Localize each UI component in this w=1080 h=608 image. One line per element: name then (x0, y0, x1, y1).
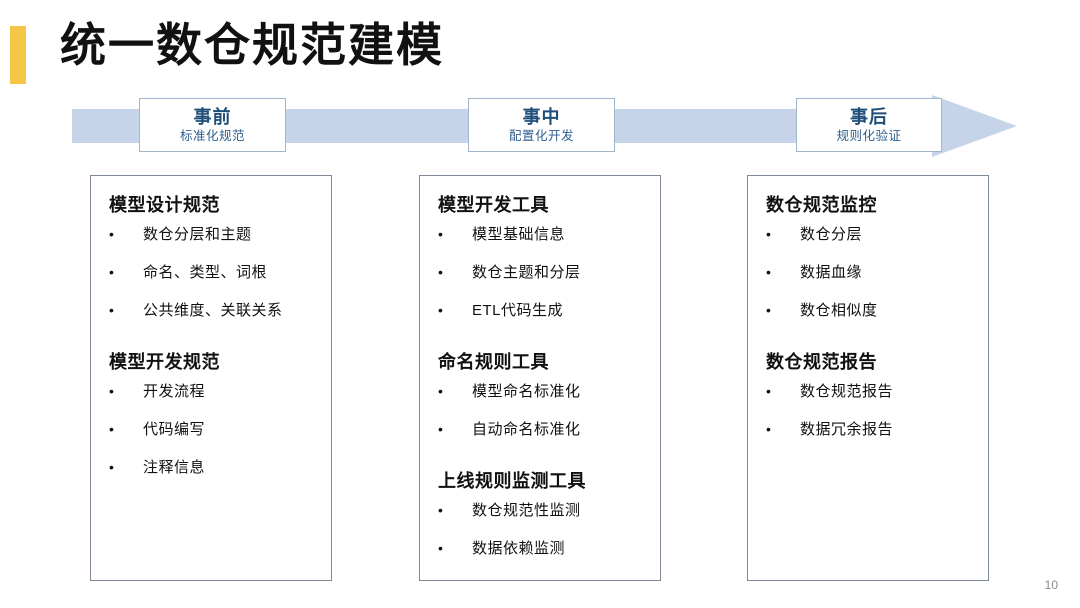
bullet-list-item: • 数仓规范报告 (748, 380, 988, 418)
group-heading: 数仓规范监控 (766, 195, 877, 215)
stage-title-0: 事前 (193, 106, 232, 127)
bullet-item-label: 注释信息 (143, 459, 206, 476)
bullet-list-item: • 自动命名标准化 (420, 418, 660, 456)
group-heading: 命名规则工具 (438, 352, 549, 372)
bullet-list-item: • 公共维度、关联关系 (91, 299, 331, 337)
bullet-list-item: • 数仓分层 (748, 223, 988, 261)
stage-label-box-1[interactable]: 事中 配置化开发 (468, 98, 615, 152)
bullet-item-label: 命名、类型、词根 (143, 264, 268, 281)
bullet-point-icon: • (109, 421, 114, 437)
bullet-point-icon: • (438, 302, 443, 318)
bullet-list-item: • 注释信息 (91, 456, 331, 494)
bullet-item-label: 模型命名标准化 (472, 383, 581, 400)
group-heading: 数仓规范报告 (766, 352, 877, 372)
bullet-point-icon: • (438, 383, 443, 399)
stage-title-1: 事中 (522, 106, 561, 127)
stage-title-2: 事后 (850, 106, 888, 127)
bullet-item-label: 公共维度、关联关系 (143, 302, 283, 319)
bullet-item-label: 数据血缘 (800, 264, 863, 281)
bullet-list-item: • 开发流程 (91, 380, 331, 418)
bullet-list-item: • 模型命名标准化 (420, 380, 660, 418)
bullet-item-label: 自动命名标准化 (472, 421, 581, 438)
bullet-point-icon: • (438, 264, 443, 280)
bullet-point-icon: • (766, 226, 771, 242)
bullet-list-item: • 代码编写 (91, 418, 331, 456)
bullet-point-icon: • (438, 226, 443, 242)
bullet-point-icon: • (766, 421, 771, 437)
stage-subtitle-2: 规则化验证 (836, 129, 902, 144)
bullet-item-label: 数仓规范报告 (800, 383, 894, 400)
bullet-point-icon: • (766, 302, 771, 318)
bullet-list-item: • 数据冗余报告 (748, 418, 988, 456)
bullet-point-icon: • (109, 459, 114, 475)
bullet-list-item: • 模型基础信息 (420, 223, 660, 261)
bullet-point-icon: • (438, 421, 443, 437)
bullet-point-icon: • (438, 502, 443, 518)
bullet-list-item: • ETL代码生成 (420, 299, 660, 337)
process-arrow-banner: 事前 标准化规范 事中 配置化开发 事后 规则化验证 (72, 95, 1017, 157)
group-heading: 模型开发规范 (109, 352, 220, 372)
bullet-item-label: 数据冗余报告 (800, 421, 894, 438)
title-accent-bar (10, 26, 26, 84)
bullet-item-label: 代码编写 (143, 421, 206, 438)
bullet-item-label: 数仓相似度 (800, 302, 878, 319)
stage-label-box-2[interactable]: 事后 规则化验证 (796, 98, 942, 152)
bullet-point-icon: • (109, 383, 114, 399)
bullet-item-label: 数仓分层 (800, 226, 863, 243)
bullet-list-item: • 数仓相似度 (748, 299, 988, 337)
stage-subtitle-0: 标准化规范 (179, 129, 245, 144)
bullet-point-icon: • (109, 226, 114, 242)
bullet-item-label: ETL代码生成 (472, 302, 564, 319)
bullet-point-icon: • (766, 383, 771, 399)
bullet-point-icon: • (438, 540, 443, 556)
stage-label-box-0[interactable]: 事前 标准化规范 (139, 98, 286, 152)
bullet-list-item: • 数据血缘 (748, 261, 988, 299)
bullet-point-icon: • (109, 264, 114, 280)
bullet-point-icon: • (109, 302, 114, 318)
page-number: 10 (1044, 578, 1058, 592)
bullet-list-item: • 数仓主题和分层 (420, 261, 660, 299)
bullet-point-icon: • (766, 264, 771, 280)
bullet-item-label: 数仓规范性监测 (472, 502, 581, 519)
page-title: 统一数仓规范建模 (60, 19, 444, 71)
bullet-item-label: 数据依赖监测 (472, 540, 566, 557)
bullet-list-item: • 命名、类型、词根 (91, 261, 331, 299)
group-heading: 模型开发工具 (438, 195, 549, 215)
group-heading: 上线规则监测工具 (438, 471, 586, 491)
group-heading: 模型设计规范 (109, 195, 220, 215)
bullet-item-label: 数仓分层和主题 (143, 226, 252, 243)
bullet-list-item: • 数仓分层和主题 (91, 223, 331, 261)
content-column-0: 模型设计规范 • 数仓分层和主题 • 命名、类型、词根 • 公共维度、关联关系模型开发规范 •… (90, 175, 332, 581)
bullet-item-label: 开发流程 (143, 383, 206, 400)
content-column-2: 数仓规范监控 • 数仓分层 • 数据血缘 • 数仓相似度数仓规范报告 • 数仓规范报告 • 数据冗余… (747, 175, 989, 581)
bullet-item-label: 数仓主题和分层 (472, 264, 581, 281)
bullet-list-item: • 数仓规范性监测 (420, 499, 660, 537)
bullet-list-item: • 数据依赖监测 (420, 537, 660, 575)
stage-subtitle-1: 配置化开发 (508, 129, 574, 144)
bullet-item-label: 模型基础信息 (472, 226, 566, 243)
content-column-1: 模型开发工具 • 模型基础信息 • 数仓主题和分层 • ETL代码生成命名规则工具 • 模型命名… (419, 175, 661, 581)
